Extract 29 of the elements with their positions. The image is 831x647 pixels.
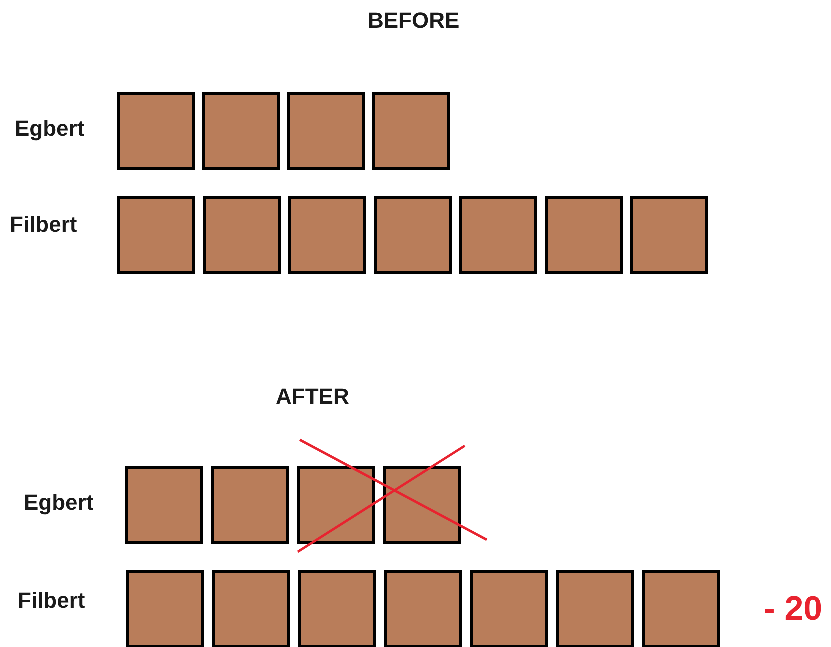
square-block [297, 466, 375, 544]
square-block [374, 196, 452, 274]
square-block [211, 466, 289, 544]
square-block [470, 570, 548, 647]
square-block [459, 196, 537, 274]
square-block [202, 92, 280, 170]
square-block [117, 196, 195, 274]
square-block [202, 196, 280, 274]
square-block [125, 466, 203, 544]
square-block [630, 196, 708, 274]
section-heading: BEFORE [368, 8, 460, 34]
square-block [556, 570, 634, 647]
square-block [288, 196, 366, 274]
section-heading: AFTER [276, 384, 350, 410]
square-block [298, 570, 376, 647]
row-label: Egbert [15, 116, 85, 142]
row-label: Egbert [24, 490, 94, 516]
square-block [117, 92, 195, 170]
row-label: Filbert [18, 588, 86, 614]
square-block [383, 466, 461, 544]
square-block [287, 92, 365, 170]
square-block [642, 570, 720, 647]
square-block [544, 196, 622, 274]
square-block [212, 570, 290, 647]
square-block [384, 570, 462, 647]
difference-value: - 20 [764, 590, 823, 629]
square-block [126, 570, 204, 647]
row-label: Filbert [10, 212, 78, 238]
square-block [372, 92, 450, 170]
